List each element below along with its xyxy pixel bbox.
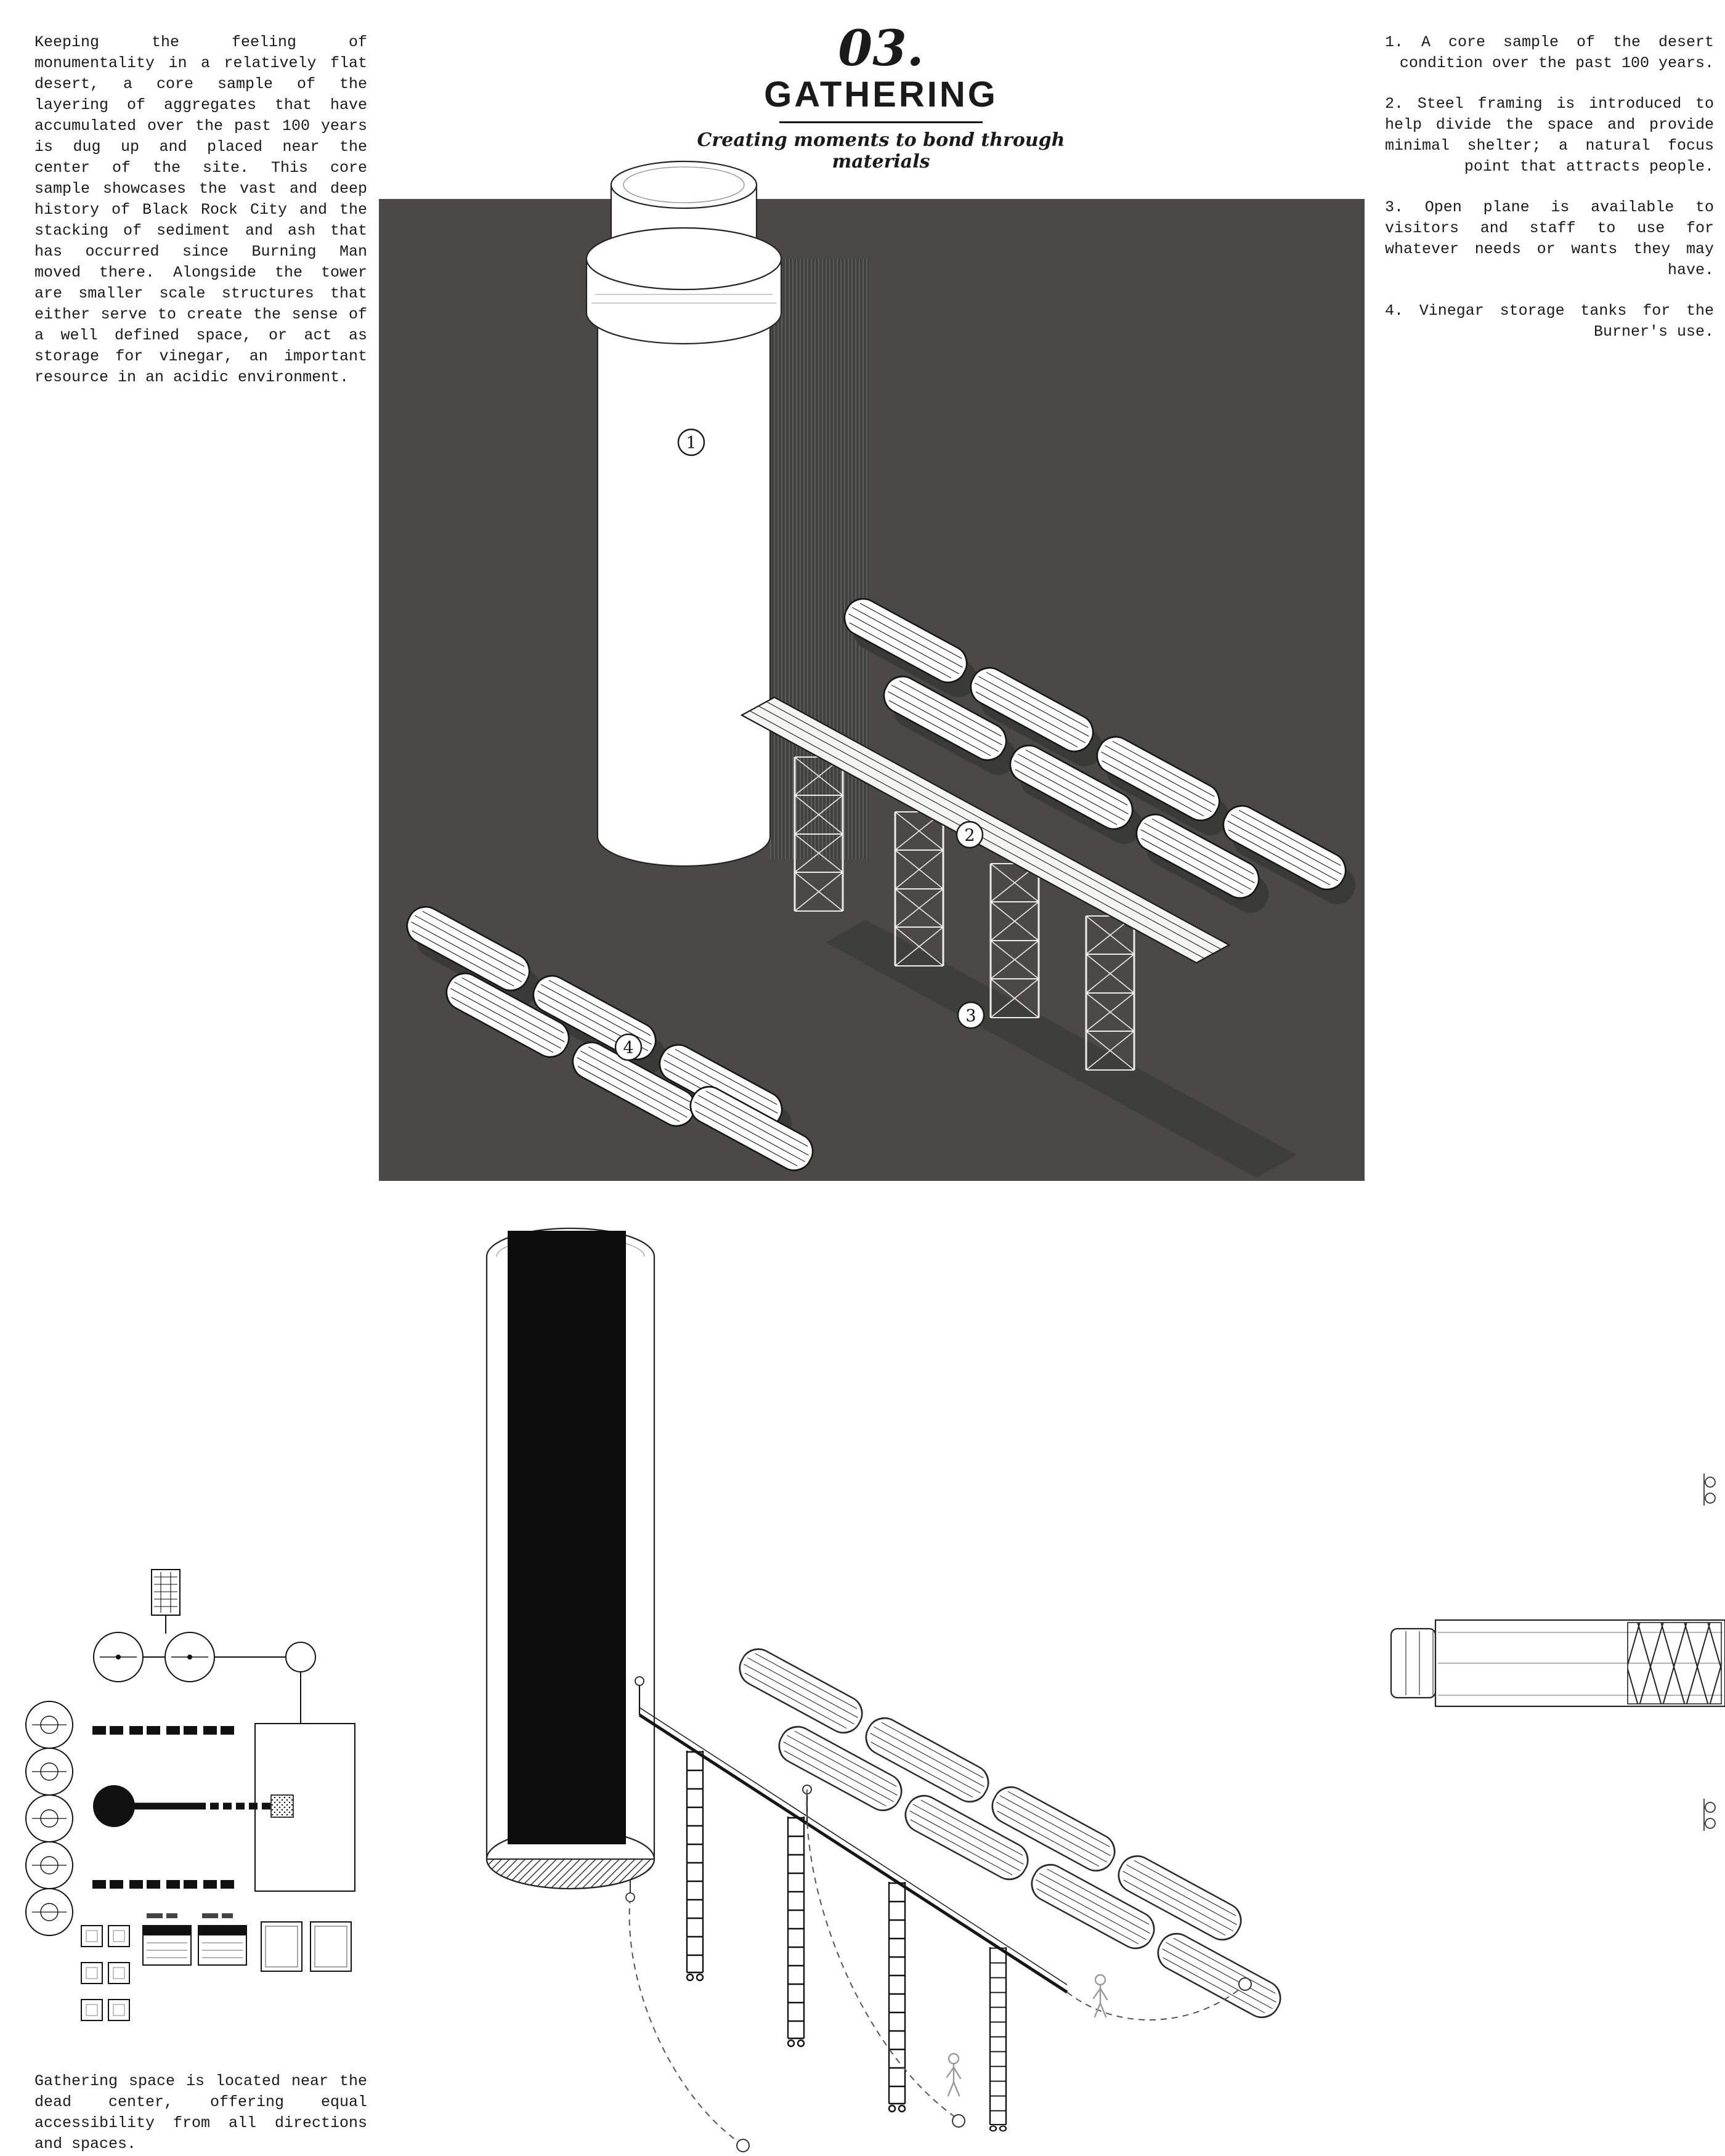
note-item-2: 2. Steel framing is introduced to help d… (1385, 95, 1714, 176)
path-node (635, 1676, 644, 1686)
marker-label: 4 (623, 1039, 633, 1058)
intro-paragraph: Keeping the feeling of monumentality in … (34, 32, 367, 388)
marker-label: 1 (686, 434, 696, 453)
edge-fitting-top (1703, 1473, 1716, 1506)
plan-dash-row-top (92, 1726, 234, 1735)
note-item-3: 3. Open plane is available to visitors a… (1385, 198, 1714, 279)
plan-hatch-node (270, 1794, 294, 1818)
section-cut-plane (508, 1231, 626, 1844)
marker-label: 3 (965, 1007, 976, 1026)
intro-text: Keeping the feeling of monumentality in … (34, 33, 367, 386)
axon-marker-4: 4 (614, 1033, 643, 1061)
plan-chain (25, 1701, 73, 1936)
page-subtitle: Creating moments to bond through materia… (697, 129, 1065, 172)
tank-lattice-end (1627, 1622, 1722, 1704)
plan-dash-row-bottom (92, 1880, 234, 1889)
plan-caption: Gathering space is located near the dead… (34, 2071, 367, 2155)
path-node (736, 2139, 750, 2152)
axon-marker-1: 1 (677, 428, 705, 456)
ladder-column (989, 1946, 1007, 2132)
plan-caption-text: Gathering space is located near the dead… (34, 2072, 367, 2153)
elevation-drawing (485, 1227, 1288, 2152)
ladder-column (787, 1815, 805, 2048)
frame-ground-shadow (826, 920, 1297, 1178)
storage-tank-detail (1390, 1473, 1725, 1831)
tank-field-elevation (733, 1642, 1288, 2025)
marker-label: 2 (964, 826, 975, 845)
elevation-beam (635, 1676, 1068, 1994)
storage-tank (1151, 1926, 1288, 2025)
title-block: 03. GATHERING Creating moments to bond t… (696, 23, 1066, 172)
path-node (952, 2114, 965, 2128)
note-item-1: 1. A core sample of the desert condition… (1385, 33, 1714, 72)
person-figure (946, 2053, 962, 2097)
note-item-4: 4. Vinegar storage tanks for the Burner'… (1385, 302, 1714, 341)
main-axonometric: 1 2 3 4 (379, 160, 1365, 1181)
circulation-paths (628, 1789, 1243, 2143)
storage-tank (733, 1642, 869, 1740)
notes-column: 1. A core sample of the desert condition… (1385, 32, 1714, 362)
axon-marker-2: 2 (956, 821, 984, 849)
path-node (1238, 1977, 1252, 1991)
ladder-column (686, 1749, 704, 1982)
site-plan-diagram (25, 1569, 355, 2021)
tower-section (485, 1227, 656, 1890)
plan-legend (81, 1913, 352, 2021)
page-title: GATHERING (764, 75, 998, 115)
ladder-column (888, 1881, 906, 2113)
steel-frame-deck (740, 696, 1231, 964)
edge-fitting-bottom (1703, 1799, 1716, 1831)
title-underline (779, 121, 983, 123)
path-node (625, 1892, 635, 1902)
plan-tower-dot (93, 1785, 135, 1827)
section-number: 03. (838, 19, 924, 77)
core-sample-tower (585, 160, 782, 867)
axon-marker-3: 3 (957, 1001, 985, 1029)
